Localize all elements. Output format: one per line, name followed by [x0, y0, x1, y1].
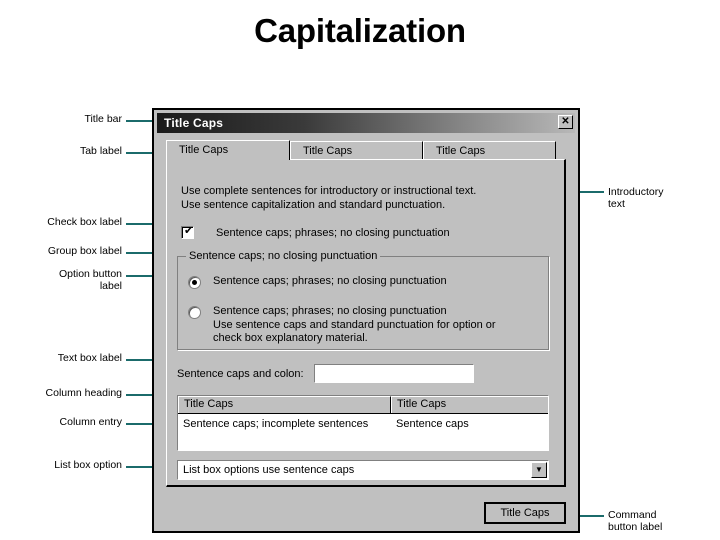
- tab-title-caps-1[interactable]: Title Caps: [166, 140, 290, 160]
- text-box-row: Sentence caps and colon:: [177, 364, 474, 383]
- tab-strip: Title Caps Title Caps Title Caps: [166, 140, 566, 160]
- column-entry-2: Sentence caps: [396, 418, 469, 430]
- callout-title-bar: Title bar: [84, 113, 122, 125]
- close-icon[interactable]: ✕: [558, 115, 573, 129]
- radio-input-1[interactable]: [188, 276, 201, 289]
- list-box-combo[interactable]: List box options use sentence caps ▼: [177, 460, 549, 480]
- dialog-window: Title Caps ✕ Title Caps Title Caps Title…: [152, 108, 580, 533]
- radio-input-2[interactable]: [188, 306, 201, 319]
- title-bar-text: Title Caps: [164, 116, 224, 130]
- callout-option-button-label: Option button label: [58, 268, 122, 292]
- text-box-label: Sentence caps and colon:: [177, 367, 304, 380]
- introductory-text: Use complete sentences for introductory …: [181, 185, 477, 211]
- chevron-down-icon[interactable]: ▼: [531, 462, 547, 478]
- callout-check-box-label: Check box label: [47, 216, 122, 228]
- callout-column-entry: Column entry: [59, 416, 122, 428]
- list-view-header: Title Caps Title Caps: [178, 396, 548, 414]
- tab-title-caps-3[interactable]: Title Caps: [423, 141, 556, 159]
- option-button-row-1[interactable]: Sentence caps; phrases; no closing punct…: [188, 275, 447, 289]
- callout-introductory-text: Introductory text: [608, 186, 664, 210]
- callout-tab-label: Tab label: [79, 145, 122, 157]
- leader-line-title-bar: [126, 120, 168, 122]
- tab-label-1: Title Caps: [179, 144, 229, 156]
- list-box-option-text: List box options use sentence caps: [183, 464, 355, 476]
- table-row[interactable]: Sentence caps; incomplete sentences Sent…: [178, 414, 548, 434]
- leader-line-tab-label: [126, 152, 174, 154]
- checkbox-input[interactable]: ✔: [181, 225, 194, 239]
- tab-label-2: Title Caps: [303, 145, 353, 157]
- command-button[interactable]: Title Caps: [484, 502, 566, 524]
- column-heading-2[interactable]: Title Caps: [391, 396, 548, 413]
- option-button-label-2: Sentence caps; phrases; no closing punct…: [213, 305, 496, 344]
- page-title: Capitalization: [254, 12, 466, 49]
- check-icon: ✔: [184, 225, 194, 237]
- leader-line-check-box: [126, 223, 176, 225]
- group-box-label: Sentence caps; no closing punctuation: [186, 250, 381, 262]
- checkbox-label: Sentence caps; phrases; no closing punct…: [216, 226, 450, 239]
- title-bar[interactable]: Title Caps ✕: [157, 113, 575, 133]
- radio-selected-dot: [192, 280, 197, 285]
- callout-command-button-label: Command button label: [608, 509, 663, 533]
- group-box: Sentence caps; no closing punctuation Se…: [177, 250, 549, 350]
- list-view: Title Caps Title Caps Sentence caps; inc…: [177, 395, 549, 451]
- column-entry-1: Sentence caps; incomplete sentences: [183, 418, 369, 430]
- tab-label-3: Title Caps: [436, 145, 486, 157]
- column-heading-1[interactable]: Title Caps: [178, 396, 391, 413]
- option-button-row-2[interactable]: Sentence caps; phrases; no closing punct…: [188, 305, 496, 346]
- callout-list-box-option: List box option: [54, 459, 122, 471]
- tab-page: Use complete sentences for introductory …: [166, 159, 566, 487]
- tab-title-caps-2[interactable]: Title Caps: [290, 141, 423, 159]
- callout-column-heading: Column heading: [45, 387, 122, 399]
- callout-text-box-label: Text box label: [57, 352, 122, 364]
- callout-group-box-label: Group box label: [47, 245, 122, 257]
- checkbox-row[interactable]: ✔ Sentence caps; phrases; no closing pun…: [181, 225, 450, 239]
- option-button-label-1: Sentence caps; phrases; no closing punct…: [213, 275, 447, 287]
- text-box-input[interactable]: [313, 364, 474, 383]
